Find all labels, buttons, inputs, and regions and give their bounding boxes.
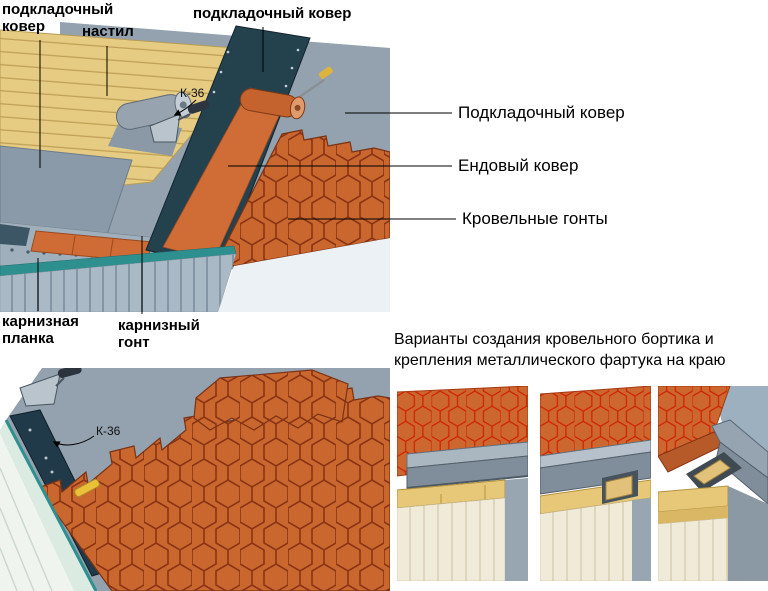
carpet-roll-roller bbox=[239, 88, 306, 120]
arrow-k36-bottom bbox=[52, 435, 95, 448]
valley-installation-illustration bbox=[0, 22, 390, 312]
beam-joints bbox=[440, 485, 486, 505]
loose-shingle-strip bbox=[193, 369, 349, 431]
variant-2-panel bbox=[540, 386, 651, 581]
wall-boards bbox=[397, 497, 506, 581]
label-k36-bottom: К-36 bbox=[96, 424, 121, 438]
label-decking: настил bbox=[82, 23, 134, 40]
variants-caption: Варианты создания кровельного бортика и … bbox=[394, 331, 726, 370]
metal-apron-top bbox=[406, 441, 528, 469]
wall-boards bbox=[658, 517, 729, 581]
side-wall bbox=[728, 486, 768, 581]
trowel bbox=[19, 368, 82, 407]
soffit-board-lines bbox=[0, 467, 53, 591]
drip-strip-rivets bbox=[28, 428, 54, 474]
side-wall bbox=[632, 498, 651, 581]
metal-apron-cant-top bbox=[540, 439, 651, 469]
label-eaves-flashing: карнизная планка bbox=[2, 313, 79, 347]
marking-chalk bbox=[74, 478, 100, 498]
wall-siding bbox=[0, 253, 237, 312]
metal-apron-top bbox=[711, 419, 768, 479]
label-k36-top: К-36 bbox=[180, 86, 205, 100]
label-underlay-top-center: подкладочный ковер bbox=[193, 5, 352, 22]
starter-shingle-seams bbox=[71, 235, 114, 259]
fascia-teal-edge bbox=[4, 419, 98, 591]
roller-grip bbox=[318, 66, 333, 79]
wood-slat bbox=[693, 459, 731, 485]
arrow-k36-top bbox=[173, 99, 197, 116]
label-underlay-top-left: подкладочный ковер bbox=[2, 1, 114, 35]
label-underlay-right: Подкладочный ковер bbox=[458, 103, 625, 122]
wood-block bbox=[605, 475, 633, 501]
wall-boards bbox=[540, 497, 651, 581]
eaves-drip-metal bbox=[0, 224, 30, 246]
roller-handle bbox=[297, 78, 325, 100]
valley-rivets bbox=[212, 48, 300, 94]
metal-apron-front bbox=[406, 455, 528, 489]
side-wall bbox=[505, 478, 528, 581]
apron-drip-edge bbox=[406, 475, 528, 489]
label-valley-carpet: Ендовый ковер bbox=[458, 156, 579, 175]
metal-apron-front bbox=[540, 451, 651, 495]
variant-1-panel bbox=[397, 386, 528, 581]
eaves-installation-illustration bbox=[0, 368, 390, 591]
soffit-area bbox=[218, 238, 390, 312]
label-eaves-shingle: карнизный гонт bbox=[118, 317, 200, 351]
label-roof-shingles: Кровельные гонты bbox=[462, 209, 608, 228]
trowel bbox=[149, 100, 210, 143]
variant-3-panel bbox=[658, 386, 768, 581]
